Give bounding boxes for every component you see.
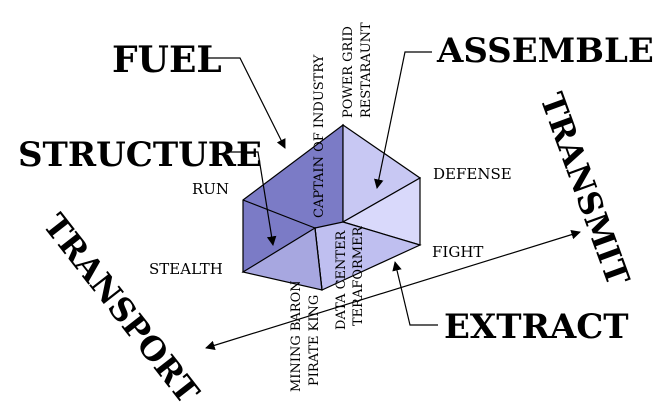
fuel-arrow [205, 57, 286, 149]
assemble-arrow [374, 51, 432, 189]
transport-transmit-arrow [205, 229, 581, 351]
label-transport: TRANSPORT [36, 207, 207, 411]
label-assemble: ASSEMBLE [436, 31, 654, 71]
label-defense: DEFENSE [433, 165, 512, 183]
label-pirate-king: PIRATE KING [307, 295, 322, 386]
label-data-center: DATA CENTER [334, 229, 349, 330]
label-fuel: FUEL [112, 39, 222, 81]
label-extract: EXTRACT [444, 307, 629, 347]
structure-arrow [228, 151, 277, 246]
label-fight: FIGHT [432, 243, 483, 261]
label-power-grid: POWER GRID [341, 26, 356, 118]
label-structure: STRUCTURE [18, 135, 262, 175]
label-captain-of-industry: CAPTAIN OF INDUSTRY [312, 54, 327, 218]
label-restaraunt: RESTARAUNT [359, 22, 374, 118]
label-transmit: TRANSMIT [532, 88, 637, 291]
extract-arrow [392, 261, 438, 326]
label-stealth: STEALTH [149, 260, 223, 278]
prism-edge-inner [242, 199, 316, 229]
label-run: RUN [192, 180, 229, 198]
arrows [205, 51, 581, 351]
label-teraformer: TERAFORMER [351, 225, 366, 326]
prism-shape [241, 123, 422, 291]
label-mining-baron: MINING BARON [289, 280, 304, 392]
